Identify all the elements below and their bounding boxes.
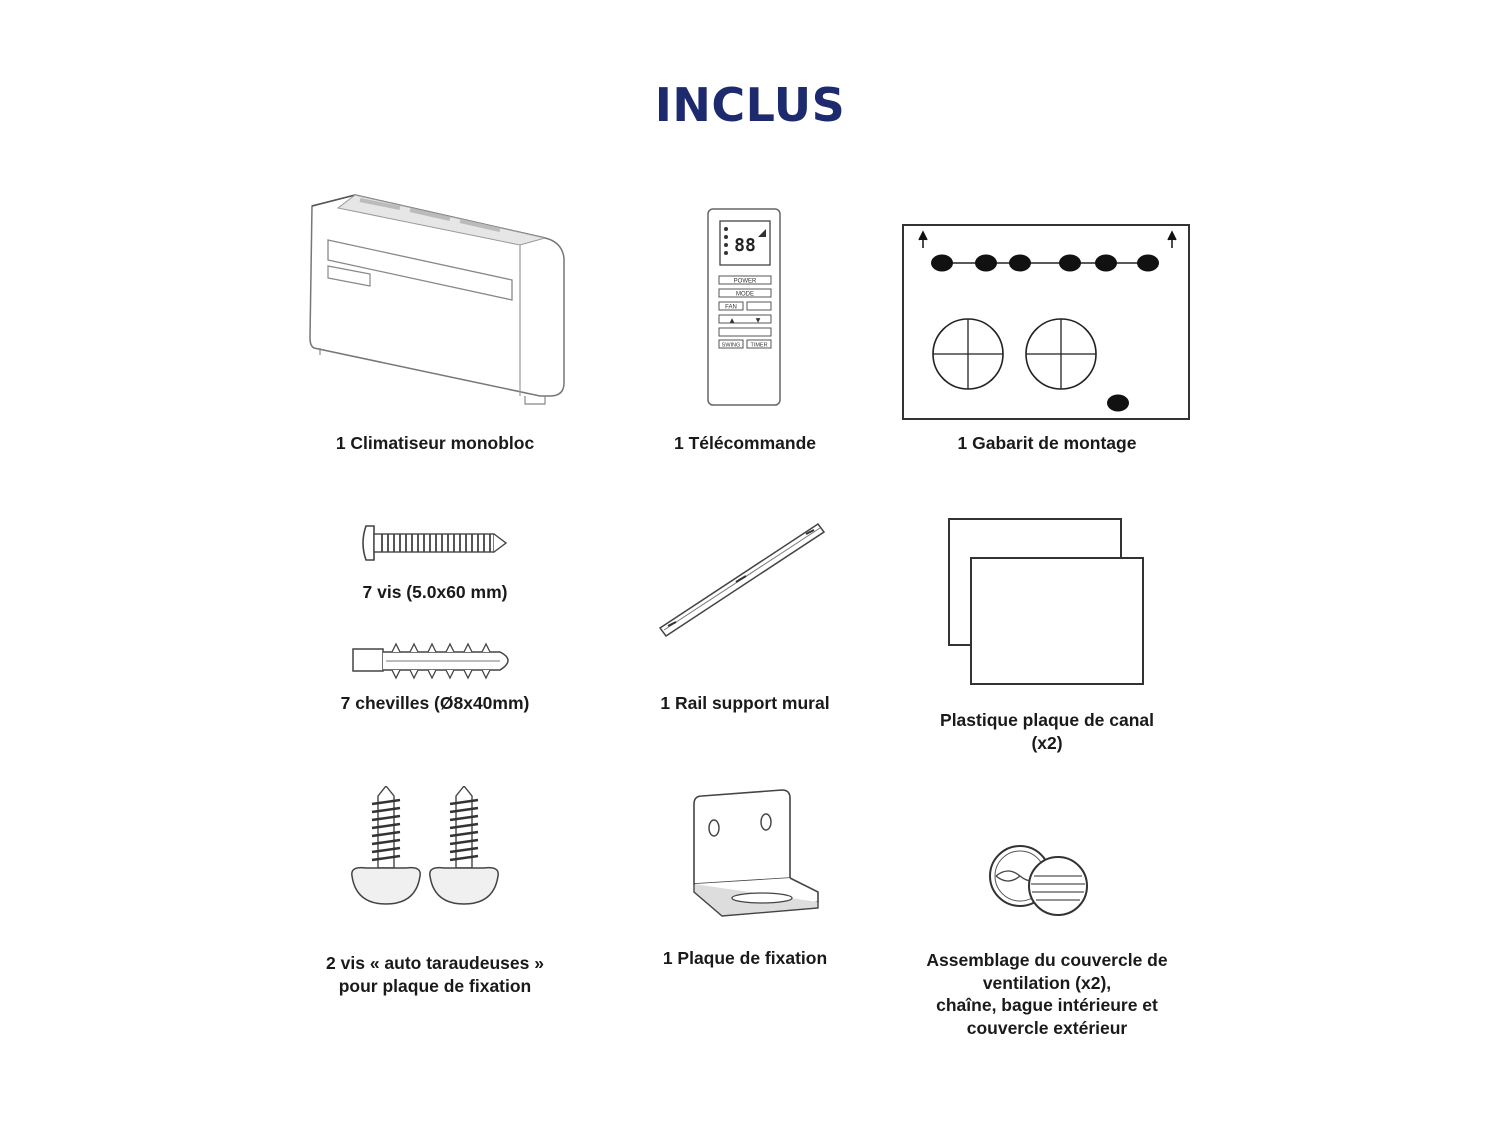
caption-wall-rail: 1 Rail support mural: [660, 693, 830, 713]
wall-rail-icon: [656, 520, 828, 642]
svg-text:▼: ▼: [756, 317, 761, 324]
plastic-plates-icon: [946, 516, 1146, 688]
caption-plastic-plates: Plastique plaque de canal (x2): [940, 710, 1154, 753]
svg-text:TIMER: TIMER: [750, 343, 767, 349]
svg-text:SWING: SWING: [722, 343, 741, 349]
remote-display: 88: [734, 235, 756, 256]
wall-plug-icon: [350, 640, 520, 682]
caption-fixing-bracket: 1 Plaque de fixation: [662, 948, 828, 968]
svg-text:MODE: MODE: [736, 292, 754, 298]
svg-text:FAN: FAN: [725, 305, 737, 311]
caption-screws: 7 vis (5.0x60 mm): [362, 582, 508, 602]
remote-control-icon: 88 POWER MODE FAN ▲ ▼ SWING TIMER: [706, 207, 784, 409]
caption-remote-control: 1 Télécommande: [674, 433, 816, 453]
caption-mounting-template: 1 Gabarit de montage: [957, 433, 1137, 453]
self-tapping-screws-icon: [346, 786, 510, 908]
caption-air-conditioner: 1 Climatiseur monobloc: [335, 433, 535, 453]
caption-vent-cover: Assemblage du couvercle de ventilation (…: [926, 950, 1168, 1038]
svg-text:▲: ▲: [730, 317, 735, 324]
mounting-template-icon: [900, 222, 1192, 422]
caption-self-tapping-screws: 2 vis « auto taraudeuses » pour plaque d…: [326, 953, 544, 996]
screw-icon: [360, 522, 510, 564]
svg-text:POWER: POWER: [734, 279, 757, 285]
air-conditioner-icon: [300, 188, 580, 413]
fixing-bracket-icon: [686, 788, 826, 918]
vent-cover-icon: [986, 842, 1096, 918]
caption-wall-plugs: 7 chevilles (Ø8x40mm): [340, 693, 530, 713]
page-title: INCLUS: [654, 78, 846, 132]
